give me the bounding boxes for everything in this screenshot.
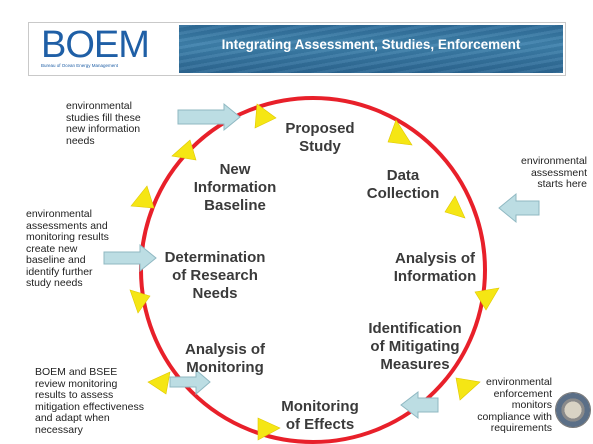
node-line: of Effects bbox=[285, 416, 355, 433]
bsee-seal-icon bbox=[555, 392, 591, 428]
note-line: create new bbox=[26, 242, 78, 255]
note-assessment: environmental assessment starts here bbox=[486, 155, 587, 191]
arrowhead-lower-left bbox=[147, 371, 171, 395]
header: BOEM Bureau of Ocean Energy Management I… bbox=[28, 22, 566, 76]
note-line: requirements bbox=[490, 422, 552, 434]
note-line: baseline and bbox=[26, 254, 86, 266]
arrowhead-upper-right bbox=[387, 119, 413, 146]
node-line: Collection bbox=[366, 185, 440, 202]
node-info-baseline: New Information Baseline bbox=[180, 161, 290, 215]
node-analysis-monitoring: Analysis of Monitoring bbox=[170, 341, 280, 377]
arrowhead-lower-right bbox=[455, 377, 481, 401]
arrowhead-right-upper bbox=[444, 195, 466, 219]
node-line: Data bbox=[386, 167, 420, 184]
node-line: Information bbox=[393, 268, 477, 285]
arrowhead-right-lower bbox=[474, 287, 500, 311]
note-line: needs bbox=[66, 134, 95, 147]
node-line: Determination bbox=[164, 249, 266, 266]
title-banner: Integrating Assessment, Studies, Enforce… bbox=[179, 25, 563, 73]
note-line: study needs bbox=[26, 277, 83, 289]
studies-block-arrow bbox=[177, 102, 241, 132]
arrowhead-upper-left bbox=[171, 139, 197, 161]
arrowhead-left-upper bbox=[130, 185, 155, 209]
logo-subtitle: Bureau of Ocean Energy Management bbox=[41, 63, 119, 68]
note-line: BOEM and BSEE bbox=[35, 366, 118, 378]
node-data-collection: Data Collection bbox=[358, 167, 448, 203]
node-line: Information bbox=[193, 179, 277, 196]
node-line: Analysis of bbox=[184, 341, 266, 358]
node-line: New bbox=[219, 161, 251, 178]
note-monitoring-results: environmental assessments and monitoring… bbox=[26, 208, 136, 290]
monitoring-results-block-arrow bbox=[103, 243, 157, 273]
note-enforcement: environmental enforcement monitors compl… bbox=[458, 376, 552, 435]
node-monitoring-effects: Monitoring of Effects bbox=[265, 398, 375, 434]
node-line: Measures bbox=[380, 356, 450, 373]
note-line: enforcement bbox=[493, 387, 552, 400]
node-line: Proposed bbox=[285, 120, 355, 137]
enforcement-block-arrow bbox=[400, 390, 439, 420]
note-line: monitoring results bbox=[26, 231, 109, 243]
note-boem-bsee: BOEM and BSEE review monitoring results … bbox=[35, 366, 175, 436]
node-line: Analysis of bbox=[394, 250, 476, 267]
note-line: environmental bbox=[26, 208, 92, 220]
note-line: and adapt when bbox=[35, 412, 110, 424]
note-line: necessary bbox=[35, 423, 83, 436]
note-line: mitigation effectiveness bbox=[35, 400, 144, 413]
banner-title: Integrating Assessment, Studies, Enforce… bbox=[221, 37, 521, 52]
arrowhead-top bbox=[254, 103, 277, 129]
note-line: environmental bbox=[66, 100, 132, 112]
assessment-block-arrow bbox=[498, 192, 540, 224]
node-line: Monitoring bbox=[186, 359, 264, 376]
note-studies: environmental studies fill these new inf… bbox=[66, 100, 176, 147]
boem-logo: BOEM Bureau of Ocean Energy Management bbox=[31, 24, 177, 73]
node-proposed-study: Proposed Study bbox=[270, 120, 370, 156]
note-line: review monitoring bbox=[35, 377, 118, 390]
boem-bsee-block-arrow bbox=[169, 368, 211, 396]
node-research-needs: Determination of Research Needs bbox=[155, 249, 275, 303]
note-line: results to assess bbox=[35, 389, 114, 401]
note-line: monitors bbox=[511, 399, 552, 411]
node-line: Baseline bbox=[204, 197, 266, 214]
node-line: of Research bbox=[172, 267, 258, 284]
note-line: assessments and bbox=[26, 219, 108, 232]
node-line: Identification bbox=[368, 320, 462, 337]
node-line: Needs bbox=[192, 285, 238, 302]
node-line: of Mitigating bbox=[370, 338, 460, 355]
logo-text: BOEM bbox=[41, 24, 150, 66]
note-line: assessment bbox=[530, 166, 587, 179]
node-line: Study bbox=[299, 138, 341, 155]
block-arrows bbox=[103, 102, 540, 420]
note-line: starts here bbox=[537, 178, 587, 190]
note-line: studies fill these bbox=[66, 111, 141, 124]
note-line: environmental bbox=[521, 155, 587, 167]
node-line: Monitoring bbox=[281, 398, 359, 415]
node-analysis-information: Analysis of Information bbox=[380, 250, 490, 286]
note-line: environmental bbox=[486, 376, 552, 388]
note-line: identify further bbox=[26, 265, 93, 278]
banner-texture bbox=[179, 25, 563, 73]
arrowhead-left-lower bbox=[129, 289, 151, 314]
arrowhead-bottom bbox=[257, 417, 281, 441]
note-line: new information bbox=[66, 123, 141, 135]
note-line: compliance with bbox=[477, 410, 552, 423]
cycle-arrowheads bbox=[129, 103, 500, 441]
node-mitigating-measures: Identification of Mitigating Measures bbox=[350, 320, 480, 374]
